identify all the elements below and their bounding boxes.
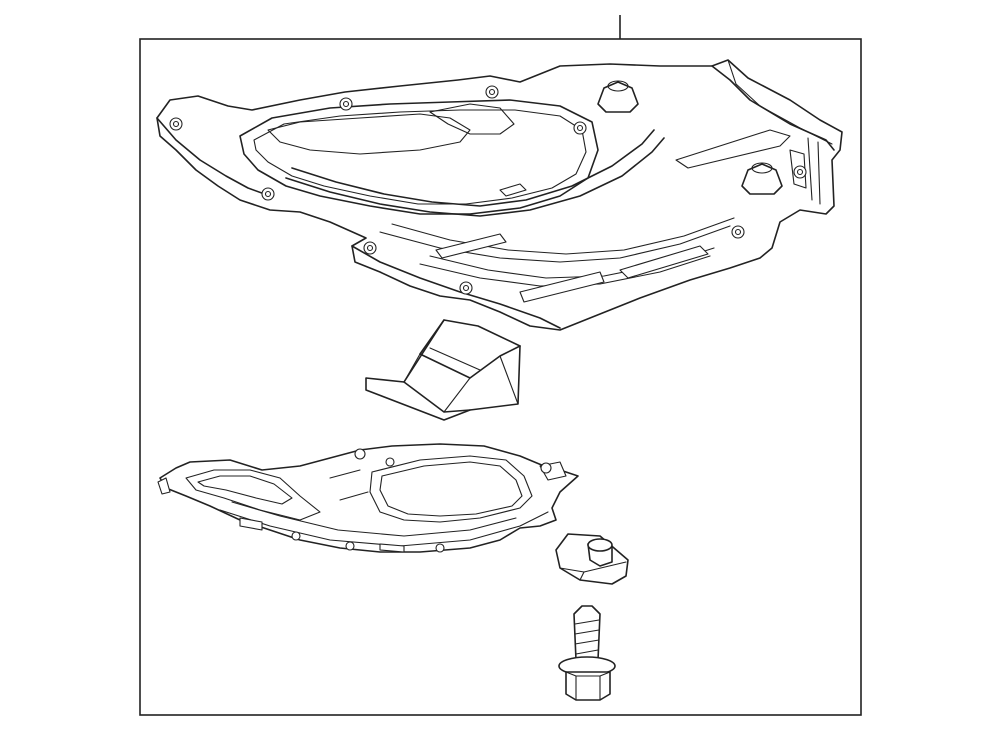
cover-bracket[interactable] bbox=[365, 319, 521, 421]
lower-splash-shield[interactable] bbox=[157, 443, 579, 553]
flange-bolt[interactable] bbox=[558, 605, 616, 701]
engine-under-cover[interactable] bbox=[156, 59, 843, 331]
mount-holes bbox=[169, 85, 807, 295]
diagram-frame bbox=[139, 15, 862, 716]
clip-nut[interactable] bbox=[555, 533, 629, 585]
